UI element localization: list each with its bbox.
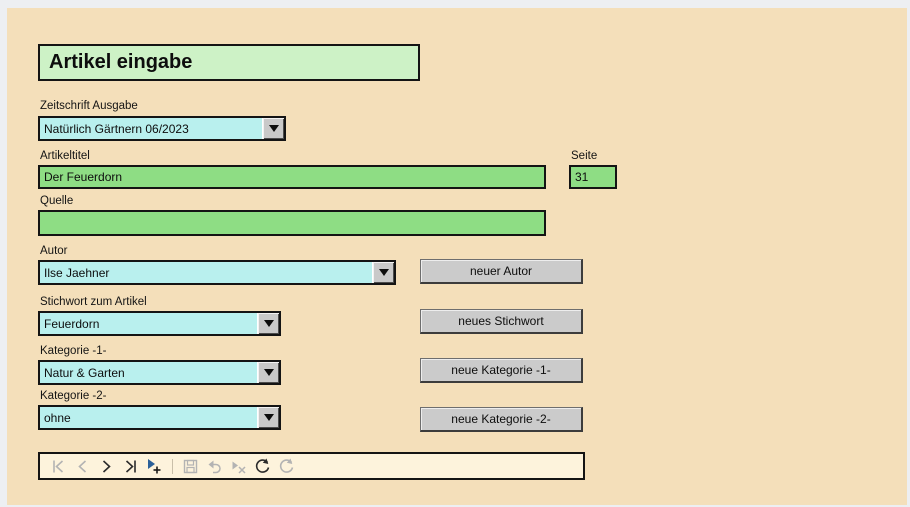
last-record-icon[interactable] — [121, 457, 140, 476]
kategorie2-input[interactable] — [40, 407, 257, 428]
chevron-down-icon — [263, 414, 274, 421]
autor-input[interactable] — [40, 262, 372, 283]
refresh-control-icon[interactable] — [277, 457, 296, 476]
zeitschrift-label: Zeitschrift Ausgabe — [40, 100, 138, 112]
record-navigation-bar — [38, 452, 585, 480]
kategorie2-combobox — [38, 405, 281, 430]
chevron-down-icon — [263, 320, 274, 327]
previous-record-icon[interactable] — [73, 457, 92, 476]
kategorie1-input[interactable] — [40, 362, 257, 383]
quelle-label: Quelle — [40, 195, 74, 207]
page-title: Artikel eingabe — [38, 44, 420, 81]
new-record-icon[interactable] — [145, 457, 164, 476]
neue-kategorie2-button[interactable]: neue Kategorie -2- — [420, 407, 583, 432]
delete-record-icon[interactable] — [229, 457, 248, 476]
toolbar-separator — [172, 458, 173, 474]
neuer-autor-button[interactable]: neuer Autor — [420, 259, 583, 284]
first-record-icon[interactable] — [49, 457, 68, 476]
stichwort-dropdown-button[interactable] — [257, 313, 279, 334]
kategorie1-dropdown-button[interactable] — [257, 362, 279, 383]
artikeltitel-label: Artikeltitel — [40, 150, 90, 162]
artikeltitel-input[interactable] — [38, 165, 546, 189]
kategorie1-label: Kategorie -1- — [40, 345, 107, 357]
undo-icon[interactable] — [205, 457, 224, 476]
next-record-icon[interactable] — [97, 457, 116, 476]
stichwort-input[interactable] — [40, 313, 257, 334]
zeitschrift-dropdown-button[interactable] — [262, 118, 284, 139]
stichwort-label: Stichwort zum Artikel — [40, 296, 147, 308]
form-window: Artikel eingabe Zeitschrift Ausgabe Arti… — [7, 8, 907, 505]
neue-kategorie1-button[interactable]: neue Kategorie -1- — [420, 358, 583, 383]
seite-label: Seite — [571, 150, 598, 162]
kategorie2-dropdown-button[interactable] — [257, 407, 279, 428]
stichwort-combobox — [38, 311, 281, 336]
autor-label: Autor — [40, 245, 68, 257]
chevron-down-icon — [263, 369, 274, 376]
quelle-input[interactable] — [38, 210, 546, 236]
zeitschrift-combobox — [38, 116, 286, 141]
refresh-icon[interactable] — [253, 457, 272, 476]
chevron-down-icon — [268, 125, 279, 132]
chevron-down-icon — [378, 269, 389, 276]
kategorie1-combobox — [38, 360, 281, 385]
neues-stichwort-button[interactable]: neues Stichwort — [420, 309, 583, 334]
zeitschrift-input[interactable] — [40, 118, 262, 139]
autor-dropdown-button[interactable] — [372, 262, 394, 283]
kategorie2-label: Kategorie -2- — [40, 390, 107, 402]
autor-combobox — [38, 260, 396, 285]
seite-input[interactable] — [569, 165, 617, 189]
save-record-icon[interactable] — [181, 457, 200, 476]
